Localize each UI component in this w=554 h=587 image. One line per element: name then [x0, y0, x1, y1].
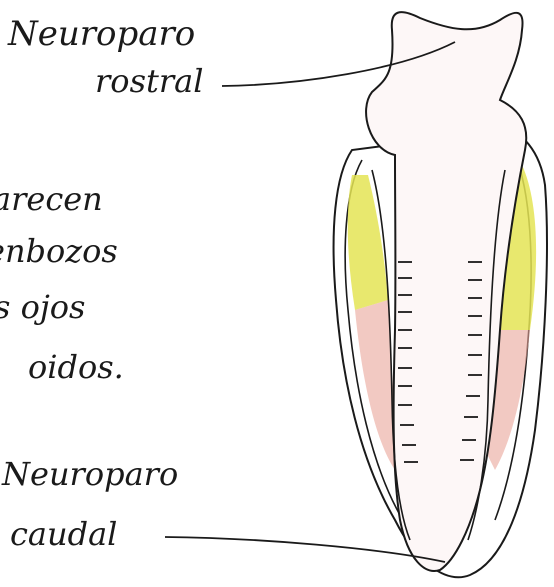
rostral-label-line1: Neuroparo: [7, 14, 195, 54]
caudal-label-line1: Neuroparo: [1, 455, 178, 493]
left-text-line1: arecen: [0, 180, 103, 218]
caudal-label-line2: caudal: [10, 515, 117, 553]
left-text-line2: enbozos: [0, 232, 118, 270]
left-text-line4: oidos.: [28, 348, 124, 386]
neural-tube-body: [366, 12, 526, 571]
rostral-label-line2: rostral: [95, 62, 203, 100]
left-text-line3: s ojos: [0, 288, 85, 326]
left-yellow-region: [348, 175, 388, 310]
caudal-leader-line: [165, 537, 445, 562]
